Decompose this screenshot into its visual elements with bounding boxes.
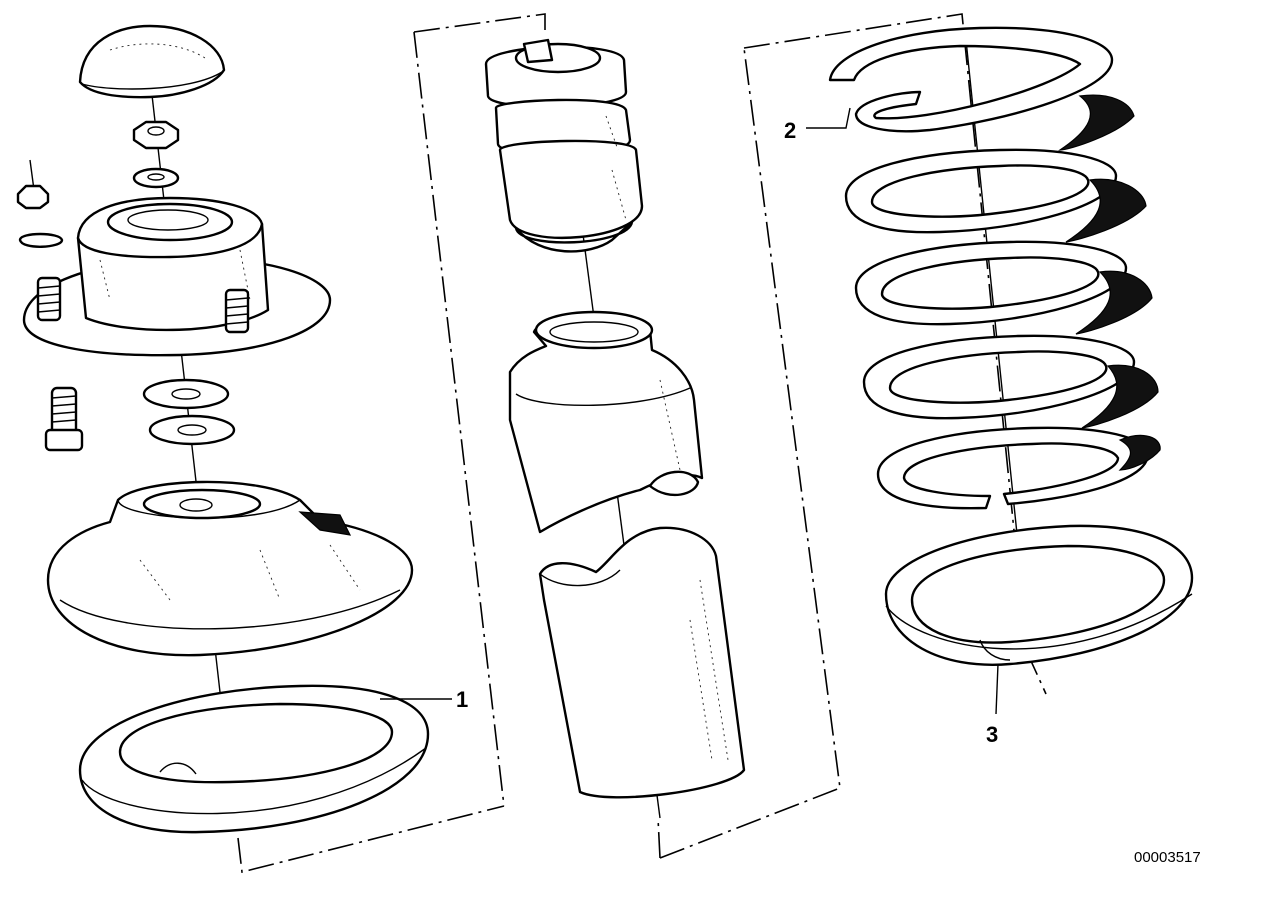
loose-bolt	[44, 386, 84, 452]
washer-upper-pair	[142, 378, 230, 410]
dust-boot-lower	[538, 526, 746, 799]
coil-spring-group: 2 3	[743, 13, 1194, 747]
washer-top	[132, 167, 180, 189]
washer-left	[18, 232, 64, 248]
coil-spring	[828, 26, 1161, 510]
document-number: 00003517	[1134, 849, 1201, 866]
bump-stop-group	[413, 13, 841, 859]
callout-1: 1	[456, 687, 468, 712]
callout-2-leader	[806, 107, 851, 129]
dust-cap	[78, 24, 226, 99]
hex-nut-top	[132, 120, 180, 150]
dust-boot-upper	[508, 310, 704, 534]
mount-stud-right	[224, 288, 250, 334]
upper-mount-plate	[22, 196, 332, 357]
rubber-spring-seat	[46, 480, 414, 657]
callout-3-leader	[995, 663, 999, 715]
hex-nut-left	[16, 184, 50, 210]
mount-stud-left	[36, 276, 62, 322]
lower-spring-seat-ring	[884, 524, 1194, 666]
callout-2: 2	[784, 118, 796, 143]
lower-spring-pad	[78, 684, 430, 834]
bump-stop	[484, 38, 644, 253]
callout-3: 3	[986, 722, 998, 747]
washer-lower-pair	[148, 414, 236, 446]
strut-mount-group: 1	[16, 24, 505, 873]
